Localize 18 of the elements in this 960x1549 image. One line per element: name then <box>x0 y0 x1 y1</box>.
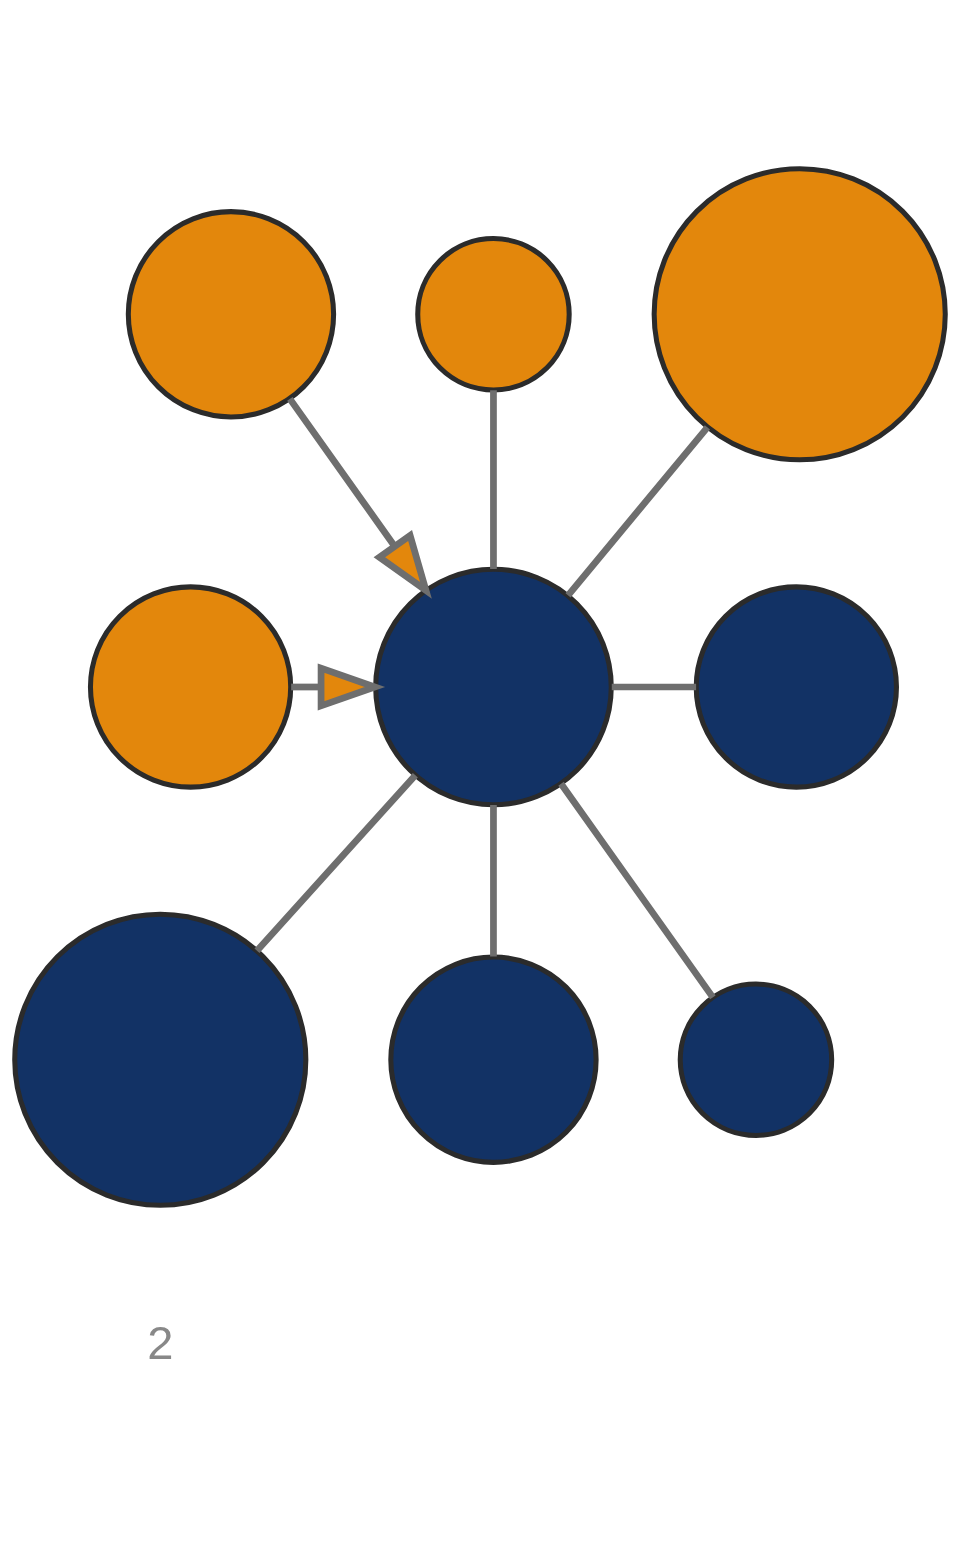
connector <box>558 781 716 1000</box>
node-circle <box>651 166 948 463</box>
node-circle <box>388 954 599 1165</box>
connector <box>490 390 497 569</box>
label: 2 <box>147 1316 174 1370</box>
node-circle <box>125 209 337 420</box>
node-circle <box>12 911 309 1208</box>
arrow <box>291 663 386 711</box>
connector <box>254 773 418 954</box>
connector <box>490 805 497 957</box>
connector <box>565 425 710 598</box>
node-circle <box>373 566 614 808</box>
node-circle <box>693 584 899 790</box>
arrow <box>287 396 432 599</box>
node-circle <box>87 584 294 790</box>
node-circle <box>677 981 835 1138</box>
connector <box>611 683 697 691</box>
node-circle <box>415 236 572 393</box>
